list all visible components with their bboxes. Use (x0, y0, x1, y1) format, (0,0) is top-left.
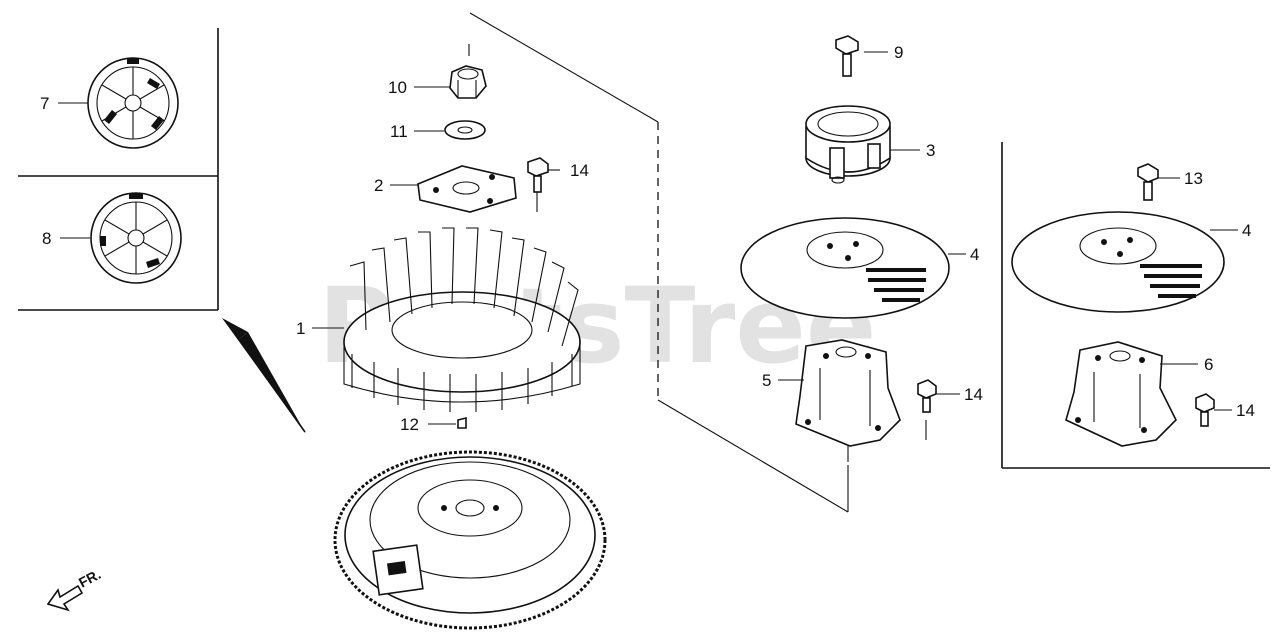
callout-4-a: 4 (970, 245, 979, 264)
callout-6: 6 (1204, 355, 1213, 374)
callout-14-c: 14 (1236, 401, 1255, 420)
part-13-bolt[interactable] (1137, 163, 1159, 201)
part-14-bolt-c[interactable] (1195, 393, 1215, 427)
inset-box-right (1001, 142, 1270, 469)
part-4-disc-a[interactable] (740, 217, 950, 319)
front-label: FR. (76, 566, 103, 591)
callout-10: 10 (388, 78, 407, 97)
part-5-bracket[interactable] (795, 339, 901, 447)
callout-5: 5 (762, 371, 771, 390)
part-7-cover[interactable] (87, 57, 179, 149)
inset-box-left (18, 28, 219, 311)
part-12-key[interactable] (457, 416, 467, 429)
callout-4-b: 4 (1242, 221, 1251, 240)
part-6-bracket[interactable] (1065, 341, 1177, 447)
direction-arrow-icon (222, 318, 306, 434)
part-14-bolt-a[interactable] (527, 157, 549, 212)
callout-7: 7 (40, 94, 49, 113)
leader-lines (58, 51, 1238, 462)
callout-9: 9 (894, 43, 903, 62)
part-1-cooling-fan[interactable] (343, 227, 581, 412)
part-3-starter-pulley[interactable] (805, 105, 891, 184)
flywheel-group-frame (468, 12, 849, 513)
part-14-bolt-b[interactable] (917, 379, 937, 440)
flywheel[interactable] (333, 450, 607, 630)
part-8-cover[interactable] (90, 192, 182, 284)
front-arrow-icon (46, 584, 84, 612)
callout-1: 1 (296, 319, 305, 338)
front-direction-indicator: FR. (46, 566, 103, 612)
callout-8: 8 (42, 229, 51, 248)
callout-14-b: 14 (964, 385, 983, 404)
part-4-disc-b[interactable] (1011, 211, 1225, 313)
part-2-plate[interactable] (417, 165, 517, 213)
part-11-washer[interactable] (444, 120, 486, 140)
part-10-nut[interactable] (449, 65, 487, 99)
callout-12: 12 (400, 415, 419, 434)
callouts: 7 8 10 11 2 14 1 12 9 3 4 5 14 13 4 6 14 (40, 43, 1255, 434)
callout-14-a: 14 (570, 161, 589, 180)
callout-3: 3 (926, 141, 935, 160)
callout-13: 13 (1184, 169, 1203, 188)
callout-2: 2 (374, 176, 383, 195)
part-9-bolt[interactable] (835, 35, 859, 77)
callout-11: 11 (390, 122, 408, 141)
